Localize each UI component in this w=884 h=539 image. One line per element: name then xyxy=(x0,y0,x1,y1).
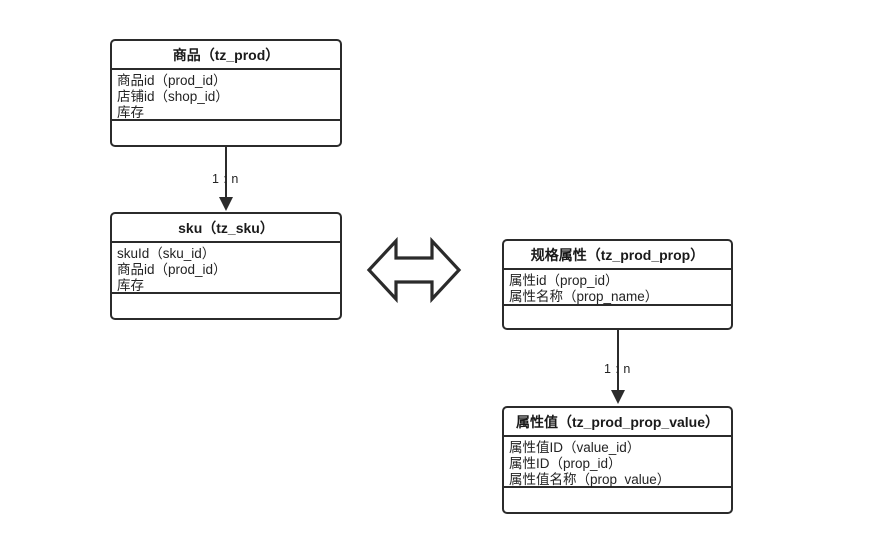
bidirectional-arrow-icon xyxy=(366,236,462,304)
entity-tz-prod-prop-value-footer xyxy=(504,488,731,512)
entity-tz-sku-attributes: skuId（sku_id） 商品id（prod_id） 库存 xyxy=(112,243,340,294)
connector-arrowhead xyxy=(611,390,625,404)
entity-attribute-row: 属性值ID（value_id） xyxy=(509,440,641,455)
entity-tz-prod-prop-attributes: 属性id（prop_id） 属性名称（prop_name） xyxy=(504,270,731,306)
entity-tz-prod-prop-footer xyxy=(504,306,731,328)
entity-tz-sku-footer xyxy=(112,294,340,318)
connector-label-prod-to-sku: 1 : n xyxy=(212,172,239,186)
connector-line xyxy=(617,330,619,392)
entity-tz-prod-attributes: 商品id（prod_id） 店铺id（shop_id） 库存 xyxy=(112,70,340,121)
connector-prop-to-prop-value xyxy=(610,330,650,408)
entity-tz-prod-prop-value-title: 属性值（tz_prod_prop_value） xyxy=(504,408,731,437)
connector-line xyxy=(225,147,227,199)
entity-attribute-row: 库存 xyxy=(117,105,144,120)
entity-tz-prod-prop-value-attributes: 属性值ID（value_id） 属性ID（prop_id） 属性值名称（prop… xyxy=(504,437,731,488)
entity-tz-prod-footer xyxy=(112,121,340,145)
entity-tz-prod-prop-value[interactable]: 属性值（tz_prod_prop_value） 属性值ID（value_id） … xyxy=(502,406,733,514)
connector-bidirectional-arrow xyxy=(366,235,462,305)
entity-attribute-row: skuId（sku_id） xyxy=(117,246,216,261)
entity-tz-prod-title: 商品（tz_prod） xyxy=(112,41,340,70)
entity-attribute-row: 属性id（prop_id） xyxy=(509,273,619,288)
entity-attribute-row: 商品id（prod_id） xyxy=(117,262,227,277)
entity-tz-prod[interactable]: 商品（tz_prod） 商品id（prod_id） 店铺id（shop_id） … xyxy=(110,39,342,147)
entity-tz-sku[interactable]: sku（tz_sku） skuId（sku_id） 商品id（prod_id） … xyxy=(110,212,342,320)
entity-attribute-row: 属性名称（prop_name） xyxy=(509,289,659,304)
entity-attribute-row: 库存 xyxy=(117,278,144,293)
entity-attribute-row: 属性值名称（prop_value） xyxy=(509,472,671,487)
connector-arrowhead xyxy=(219,197,233,211)
entity-tz-prod-prop[interactable]: 规格属性（tz_prod_prop） 属性id（prop_id） 属性名称（pr… xyxy=(502,239,733,330)
entity-tz-prod-prop-title: 规格属性（tz_prod_prop） xyxy=(504,241,731,270)
entity-tz-sku-title: sku（tz_sku） xyxy=(112,214,340,243)
entity-attribute-row: 属性ID（prop_id） xyxy=(509,456,622,471)
entity-attribute-row: 店铺id（shop_id） xyxy=(117,89,229,104)
entity-attribute-row: 商品id（prod_id） xyxy=(117,73,227,88)
connector-prod-to-sku xyxy=(218,147,258,213)
connector-label-prop-to-prop-value: 1 : n xyxy=(604,362,631,376)
